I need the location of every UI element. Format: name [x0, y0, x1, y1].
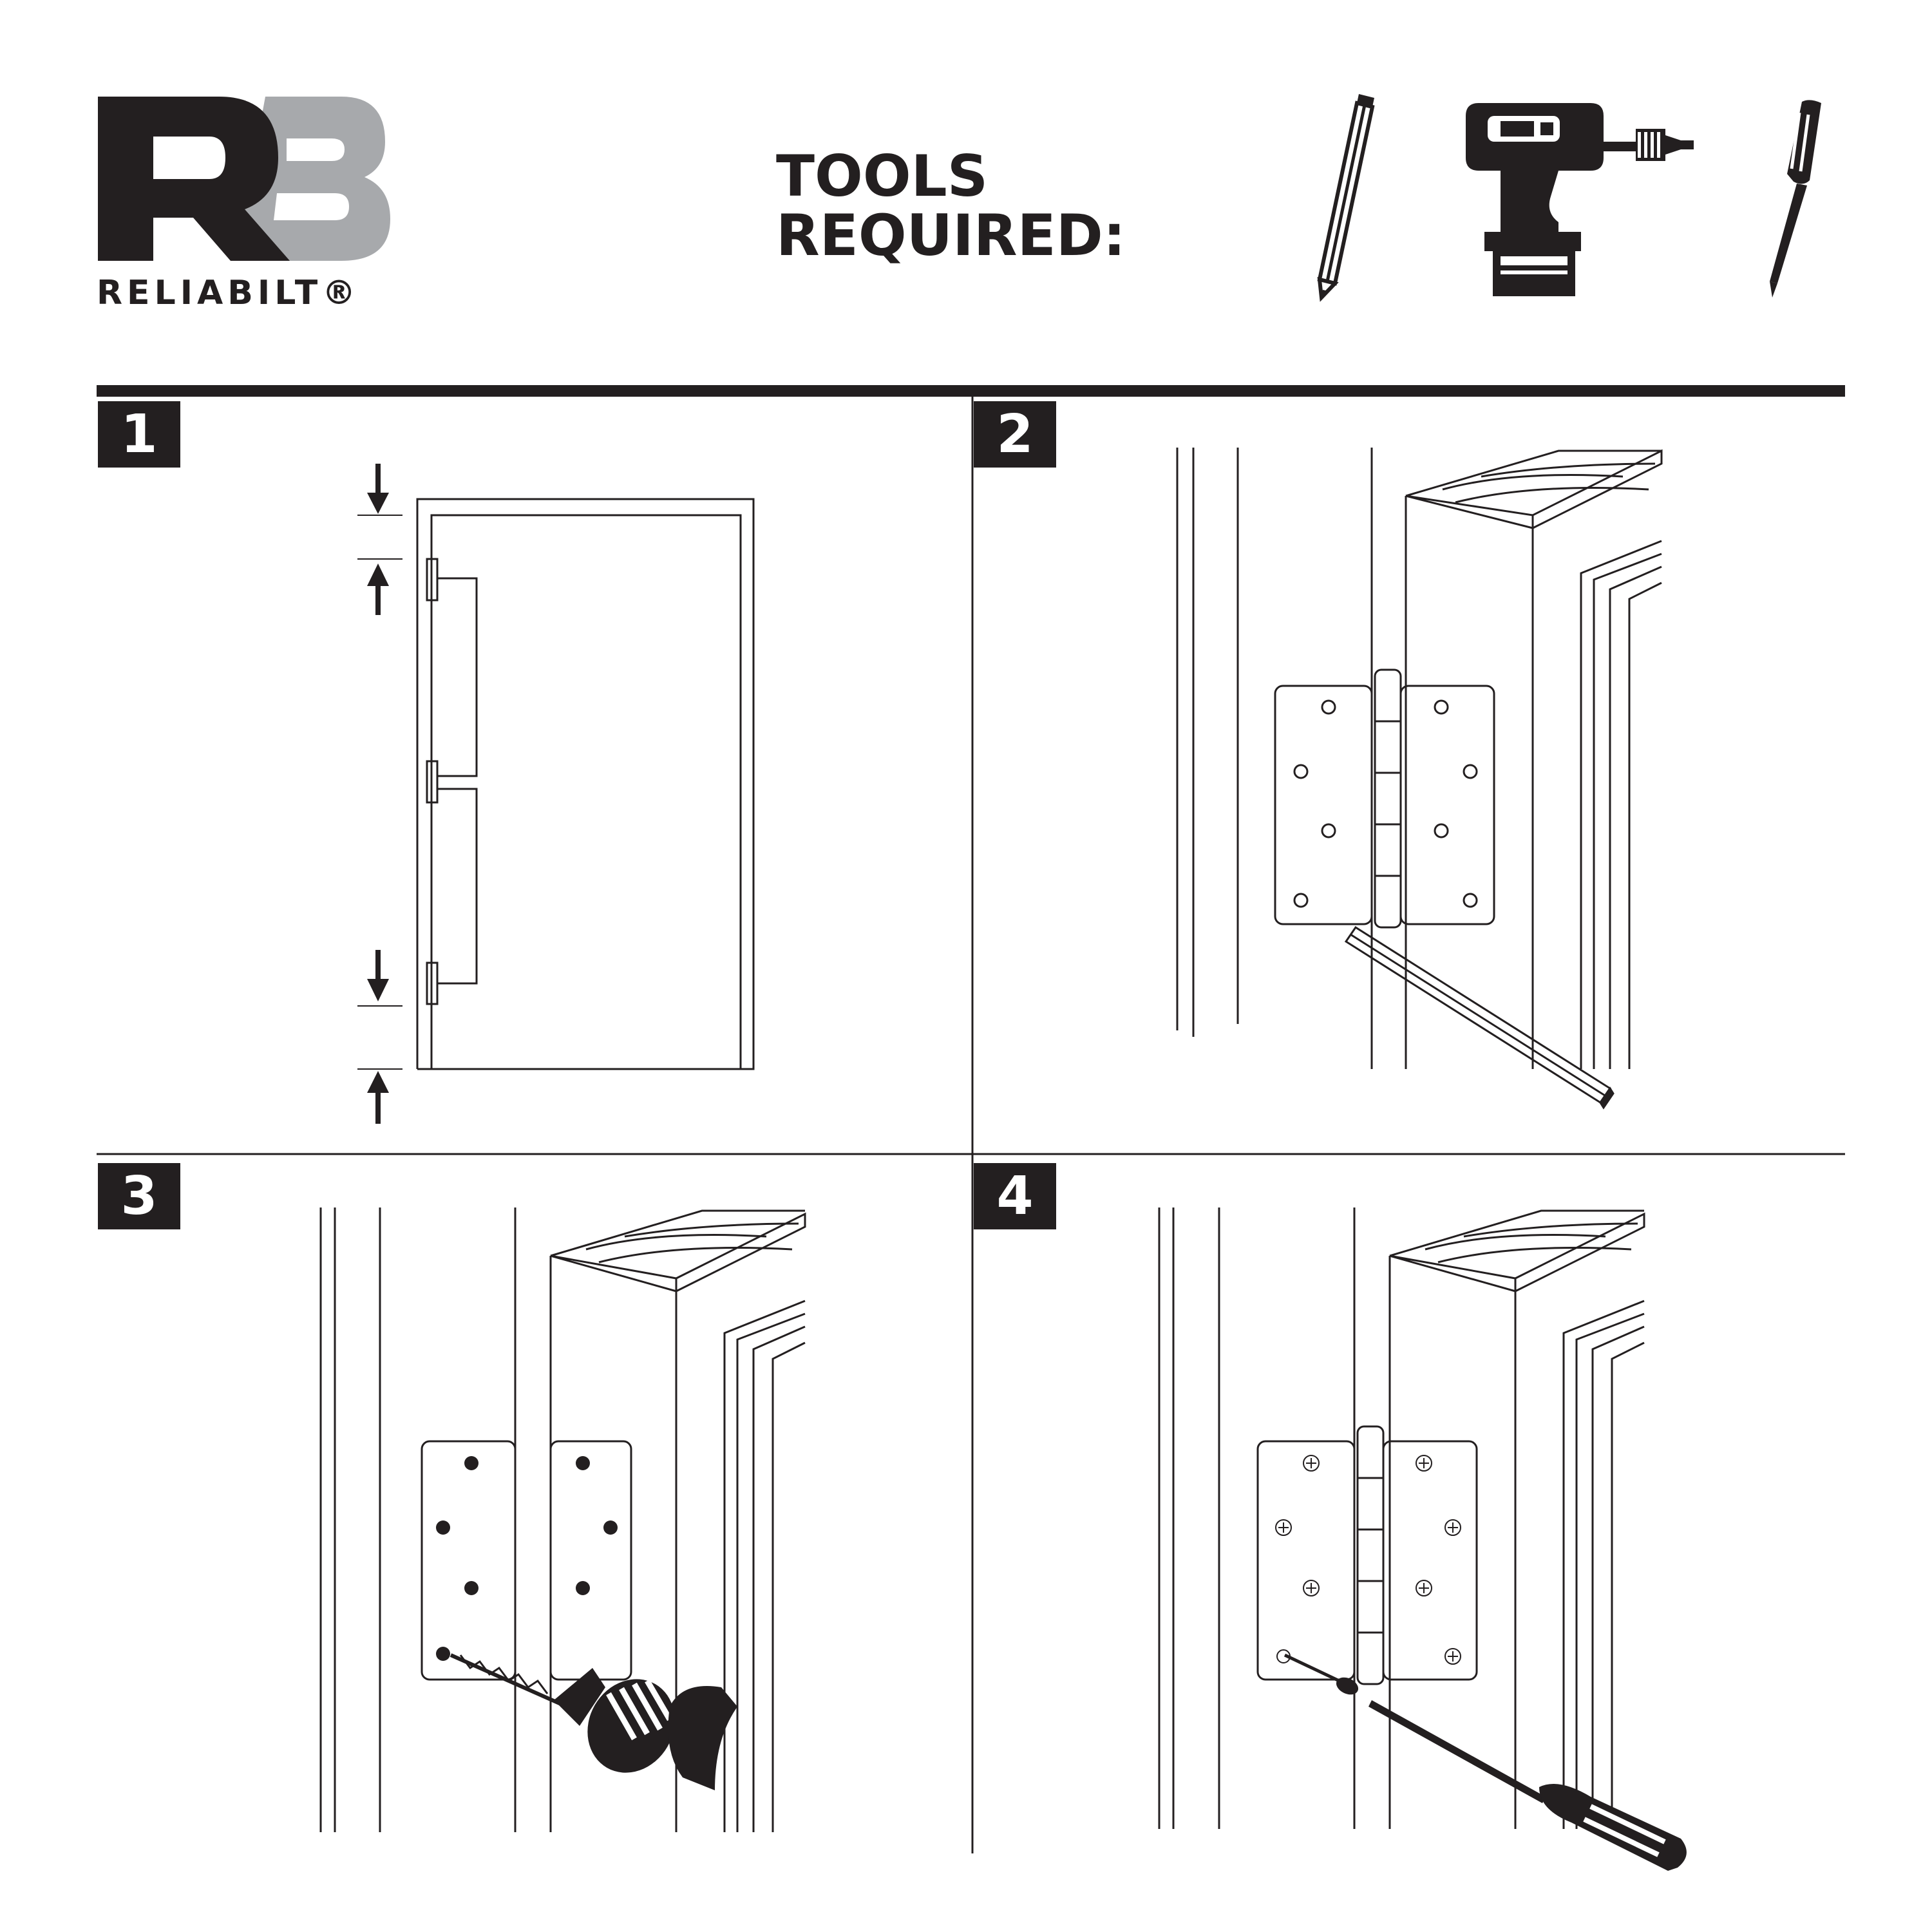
measure-lines [357, 515, 402, 1070]
hinge-icon [1256, 1425, 1478, 1685]
drill-bit-icon [450, 1653, 568, 1709]
screwdriver-icon [1770, 100, 1821, 298]
cordless-drill-icon [1466, 103, 1694, 296]
step-1-badge: 1 [98, 401, 180, 468]
pencil-icon [1344, 925, 1615, 1110]
step-2-badge: 2 [974, 401, 1056, 468]
door-frame [416, 498, 755, 1070]
brand-name: RELIABILT® [97, 274, 361, 312]
hinge-icon [421, 1440, 632, 1681]
tools-title-line1: TOOLS [776, 143, 989, 209]
top-divider-bar [97, 385, 1845, 397]
step-3-badge: 3 [98, 1163, 180, 1229]
hinge-icon [1274, 668, 1495, 929]
tools-required-title: TOOLS REQUIRED: [776, 147, 1126, 265]
screwdriver-icon [1368, 1700, 1687, 1871]
cordless-drill-icon [554, 1668, 737, 1790]
screw-icon [1283, 1653, 1359, 1695]
hinge-marks [426, 558, 478, 1005]
pencil-icon [1317, 94, 1375, 302]
step-4-badge: 4 [974, 1163, 1056, 1229]
door-jamb [1158, 1208, 1645, 1829]
door-jamb [1176, 448, 1663, 1069]
tools-title-line2: REQUIRED: [776, 202, 1126, 269]
logo-letter-r [98, 97, 290, 261]
arrow-icon [367, 464, 389, 1124]
door-jamb [319, 1208, 806, 1832]
